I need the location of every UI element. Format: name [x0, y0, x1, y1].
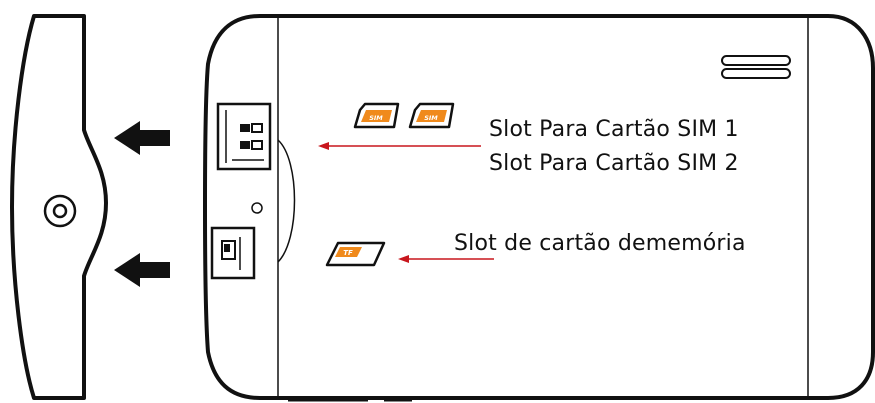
microphone-hole [251, 202, 263, 214]
sim-card-1-mark: SIM [369, 114, 383, 122]
phone-body-outline [203, 14, 875, 400]
sim-slot-tray [216, 102, 272, 171]
tf-card: TF [325, 241, 386, 267]
phone-body [203, 14, 875, 402]
tf-card-mark: TF [343, 249, 353, 257]
speaker-grille-icon [721, 55, 791, 79]
camera-bump-contour [277, 139, 296, 263]
back-cover [10, 14, 108, 400]
back-cover-outline [10, 14, 108, 400]
sim-card-2: SIM [408, 102, 455, 129]
memory-card-slot [210, 226, 256, 280]
sim-card-2-mark: SIM [424, 114, 438, 122]
sim-pointer [318, 142, 481, 150]
sim-slot-1-label: Slot Para Cartão SIM 1 [489, 117, 739, 142]
arrow-left-icon [114, 253, 170, 287]
sim-slot-2-label: Slot Para Cartão SIM 2 [489, 151, 739, 176]
arrow-left-icon [114, 121, 170, 155]
camera-lens-icon [43, 194, 77, 228]
memory-slot-label: Slot de cartão dememória [454, 231, 746, 256]
memory-pointer [398, 255, 494, 263]
sim-card-1: SIM [353, 102, 400, 129]
